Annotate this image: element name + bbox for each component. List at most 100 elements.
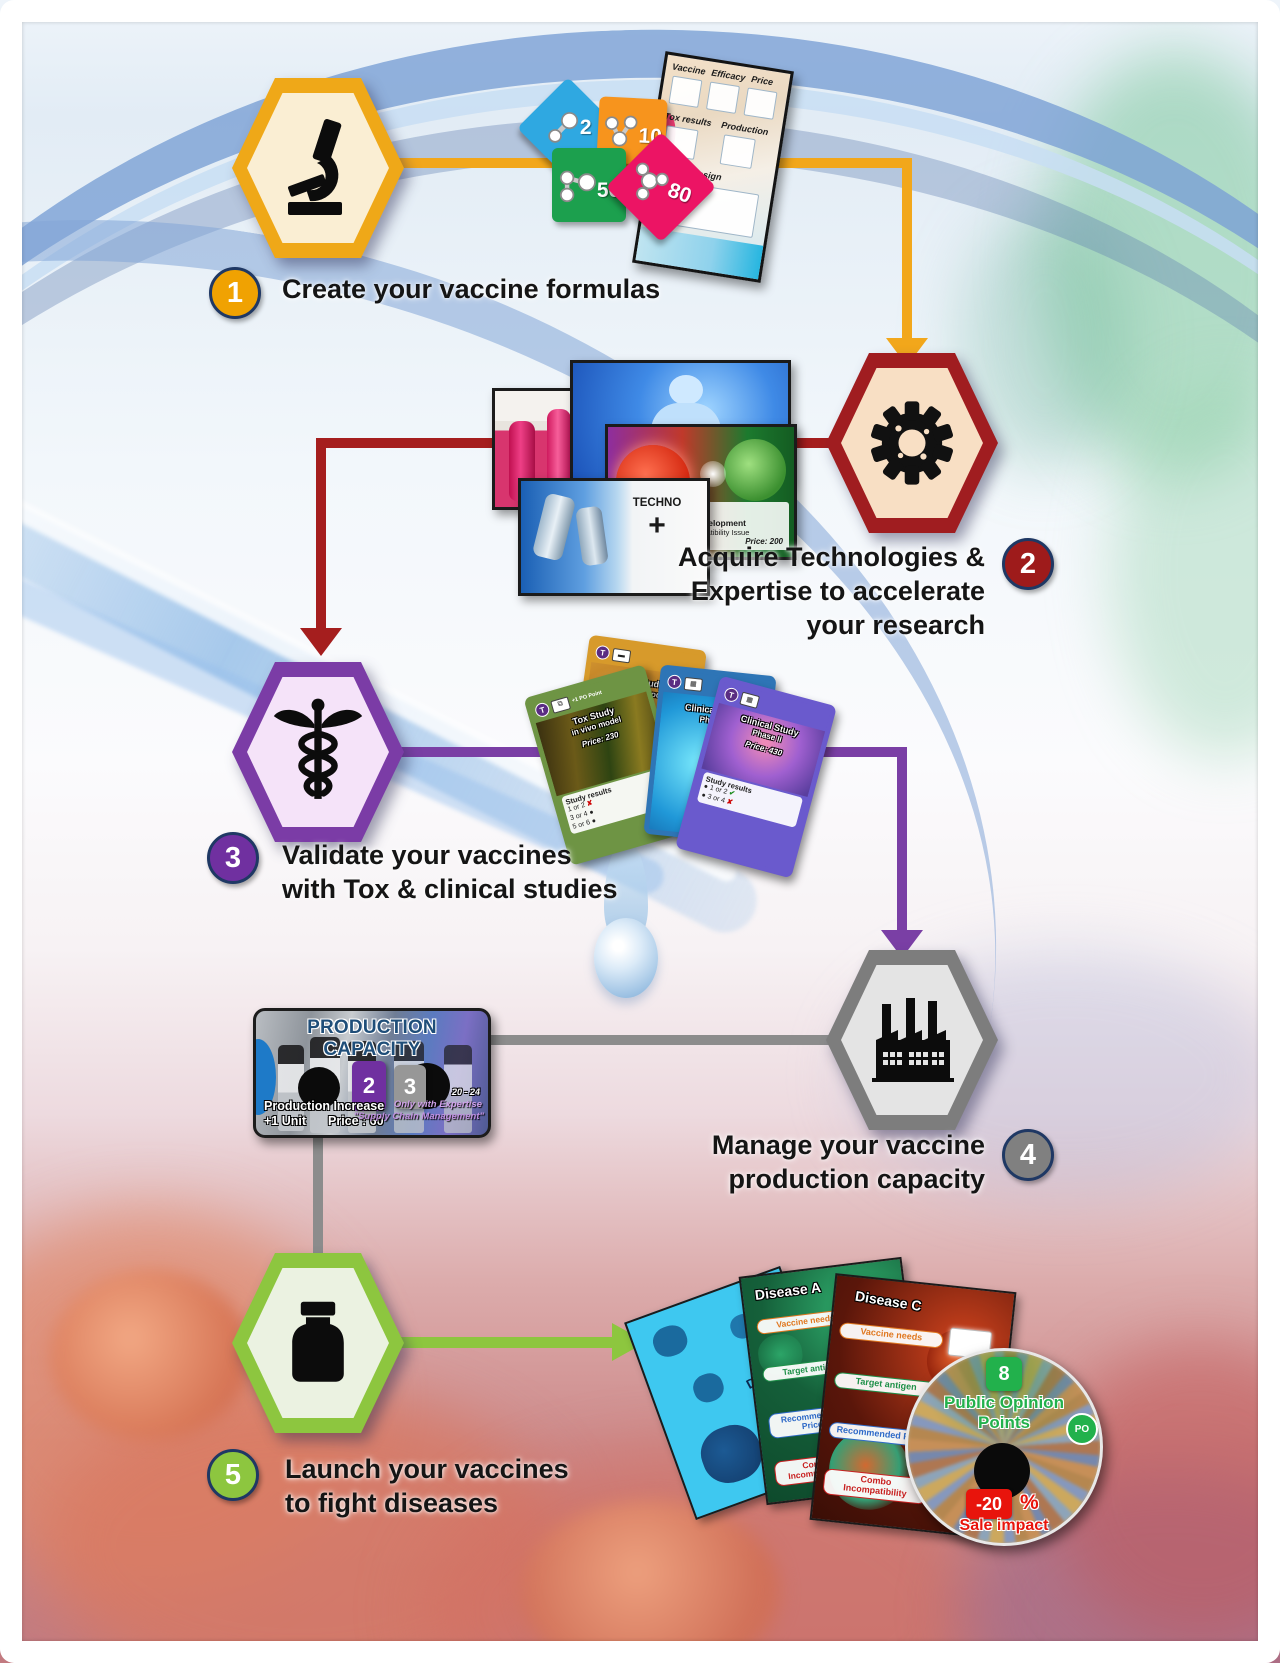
techno-price: Price: 200	[745, 537, 783, 546]
step5-line2: to fight diseases	[285, 1488, 499, 1518]
step2-line1: Acquire Technologies &	[677, 542, 985, 572]
po-impact: Sale impact	[959, 1517, 1049, 1534]
figure-silhouette	[669, 375, 703, 405]
hex-step4	[826, 950, 998, 1130]
step4-line2: production capacity	[728, 1164, 985, 1194]
production-capacity-tile: PRODUCTION CAPACITY 2 3 Production Incre…	[253, 1008, 491, 1138]
medicine-bottle-icon	[292, 1301, 344, 1382]
clinical-icon: T	[666, 674, 683, 690]
step3-line1: Validate your vaccines	[282, 840, 572, 870]
player-card-label: Price	[750, 73, 774, 88]
step4-label: Manage your vaccine production capacity	[635, 1128, 985, 1196]
po-title: Public Opinion Points	[944, 1393, 1064, 1432]
production-slot-3: 3	[394, 1065, 426, 1109]
production-unit: +1 Unit	[264, 1114, 307, 1128]
factory-icon	[872, 998, 954, 1082]
production-line1: Production Increase	[264, 1099, 385, 1113]
step2-badge: 2	[1002, 538, 1054, 590]
study-type-icon: ⧉	[550, 695, 571, 714]
techno-card-plus: TECHNO +	[518, 478, 710, 596]
blue-disc-edge	[256, 1039, 276, 1115]
virus-cell	[50, 1270, 250, 1440]
po-token: PO	[1066, 1413, 1098, 1445]
step2-label: Acquire Technologies & Expertise to acce…	[655, 540, 985, 642]
step5-line1: Launch your vaccines	[285, 1454, 569, 1484]
water-drop	[594, 918, 658, 998]
player-card-slot	[668, 75, 703, 108]
connector-5-horizontal	[398, 1337, 614, 1348]
tile-value: 2	[579, 116, 592, 139]
dot-icon: ●	[590, 816, 597, 825]
tox-icon: T	[533, 701, 551, 719]
step5-label: Launch your vaccines to fight diseases	[285, 1452, 569, 1520]
step3-badge: 3	[207, 832, 259, 884]
step1-number: 1	[226, 276, 244, 309]
plus-symbol: +	[648, 509, 666, 542]
clinical-icon: T	[722, 686, 741, 704]
hex-step3	[232, 662, 404, 842]
step4-number: 4	[1019, 1138, 1037, 1171]
step3-line2: with Tox & clinical studies	[282, 874, 618, 904]
molecule-icon	[559, 170, 596, 203]
hex-step5	[232, 1253, 404, 1433]
player-card-slot	[743, 87, 778, 120]
step1-badge: 1	[209, 267, 261, 319]
connector-1-vertical	[902, 158, 912, 340]
step4-badge: 4	[1002, 1129, 1054, 1181]
po-percent: %	[1020, 1491, 1039, 1514]
gear-icon	[870, 401, 954, 485]
microscope-lens	[575, 505, 609, 567]
virus-cell	[520, 1500, 780, 1663]
molecule-tile-green: 50	[552, 148, 626, 222]
molecule-tile-blue: 2	[517, 77, 619, 179]
microscope-icon	[287, 119, 342, 215]
player-card-label: Vaccine	[671, 61, 707, 77]
hex-step1	[232, 78, 404, 258]
disease-a-title: Disease A	[753, 1278, 822, 1303]
production-range: 20 - 24	[451, 1087, 480, 1097]
molecule-tile-orange: 10	[596, 96, 668, 166]
step2-number: 2	[1019, 547, 1037, 580]
production-note2: "Supply Chain Management"	[353, 1111, 484, 1122]
molecule-icon	[548, 111, 578, 143]
step2-line3: your research	[806, 610, 985, 640]
connector-3-vertical	[897, 747, 907, 932]
molecule-icon	[635, 162, 669, 201]
player-card-slot	[719, 134, 756, 169]
field-vaccine-needs: Vaccine needs	[838, 1321, 944, 1349]
cross-icon: ✘	[725, 798, 734, 807]
disease-c-title: Disease C	[854, 1287, 923, 1314]
step5-badge: 5	[207, 1449, 259, 1501]
connector-4-vertical	[313, 1035, 323, 1260]
po-modifier-badge: -20	[966, 1489, 1012, 1519]
step3-label: Validate your vaccines with Tox & clinic…	[282, 838, 618, 906]
microscope-lens	[531, 492, 577, 562]
production-title: PRODUCTION CAPACITY	[307, 1017, 437, 1060]
step1-line1: Create your vaccine formulas	[282, 274, 661, 304]
study-bonus: +1 PO Point	[571, 689, 603, 705]
virus-green	[724, 439, 786, 501]
virus-silhouette	[689, 1369, 728, 1407]
production-note1: Only with Expertise	[393, 1099, 482, 1110]
study-type-icon: ▬	[611, 647, 632, 663]
connector-2-vertical	[316, 438, 326, 630]
production-slot-2: 2	[352, 1061, 386, 1111]
step4-line1: Manage your vaccine	[711, 1130, 985, 1160]
production-marker-dot	[298, 1067, 340, 1109]
step3-number: 3	[224, 841, 242, 874]
study-type-icon: ▦	[683, 676, 703, 692]
tox-icon: T	[594, 644, 611, 661]
techno-plus-title: TECHNO	[632, 497, 682, 509]
player-card-slot	[705, 81, 740, 114]
background-green-blur	[1040, 50, 1280, 480]
production-price: Price : 60	[328, 1114, 384, 1128]
public-opinion-disc: 8 Public Opinion Points PO -20 % Sale im…	[905, 1348, 1103, 1546]
step5-number: 5	[224, 1458, 242, 1491]
molecule-tile-pink: 80	[605, 131, 717, 243]
arrow-to-step3	[300, 628, 342, 656]
connector-4-horizontal	[318, 1035, 830, 1045]
po-value-badge: 8	[986, 1357, 1022, 1391]
step2-line2: Expertise to accelerate	[690, 576, 985, 606]
hex-step2	[826, 353, 998, 533]
